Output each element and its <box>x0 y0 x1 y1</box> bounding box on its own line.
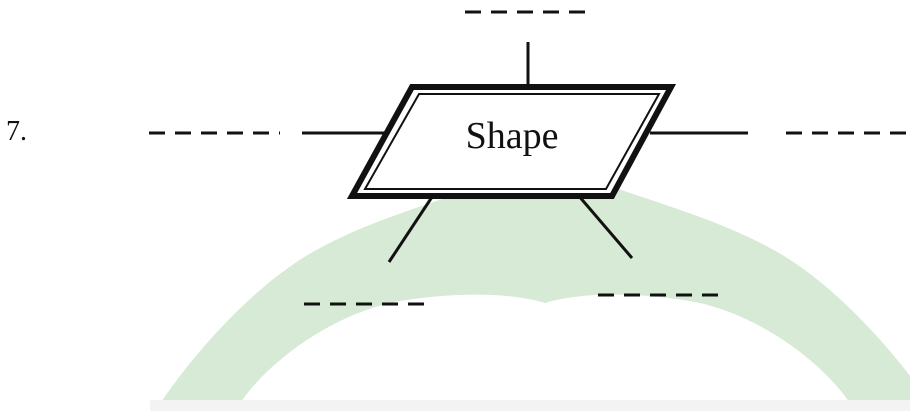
answer-blanks <box>149 10 910 306</box>
central-shape-inner <box>363 93 661 190</box>
question-number: 7. <box>6 116 27 147</box>
connector-bottom-right <box>576 194 634 259</box>
watermark-base-band <box>150 400 910 411</box>
central-shape-label: Shape <box>465 115 559 157</box>
central-shape <box>346 84 677 199</box>
connector-bottom-left <box>387 196 434 263</box>
watermark <box>150 160 910 411</box>
connectors <box>302 42 748 263</box>
watermark-arch-inner <box>235 294 855 411</box>
